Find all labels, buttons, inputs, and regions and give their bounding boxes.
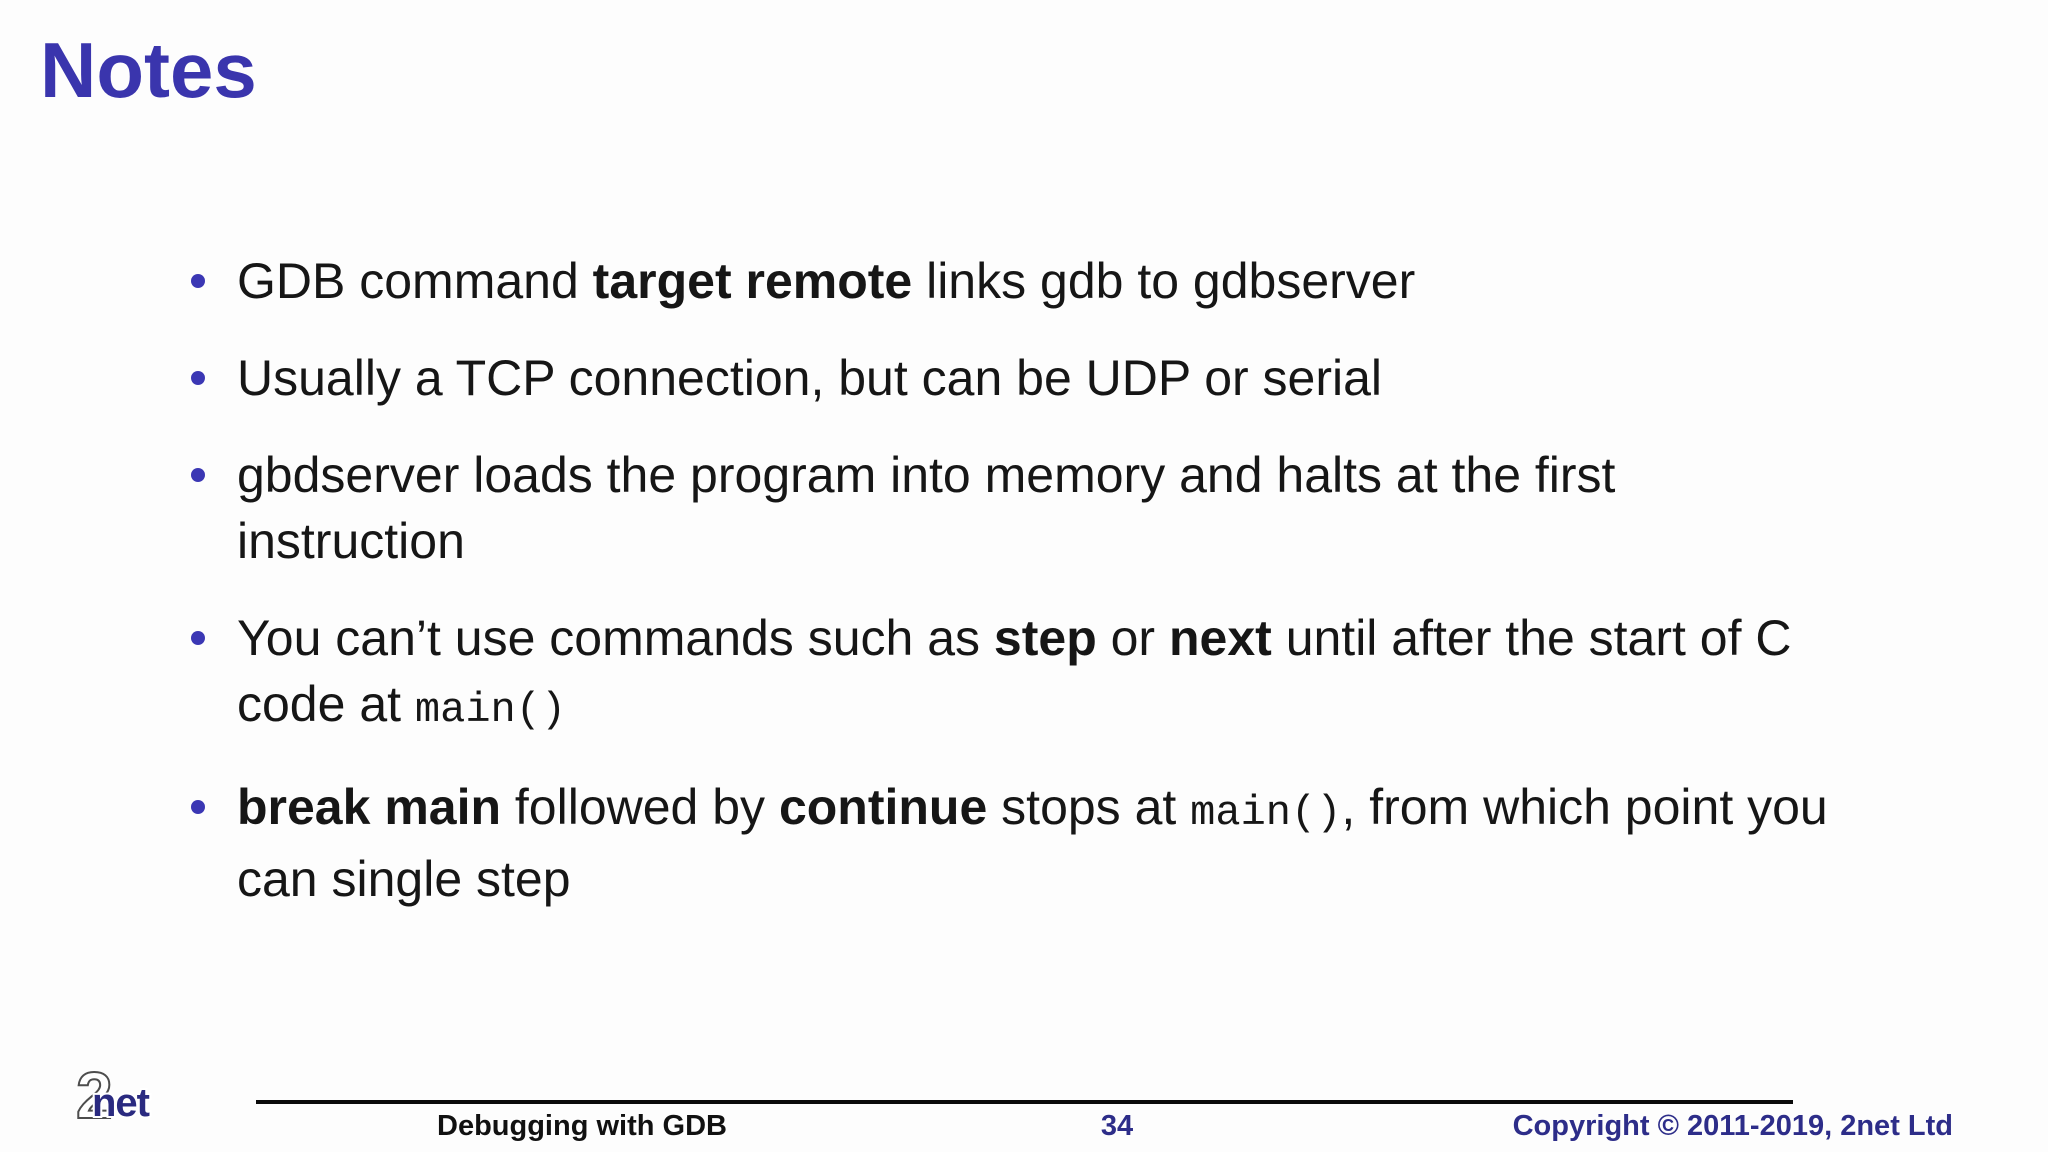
bullet-list: GDB command target remote links gdb to g… bbox=[170, 248, 1960, 943]
text-run: gbdserver loads the program into memory … bbox=[237, 447, 1616, 569]
2net-logo: 2 net bbox=[75, 1057, 153, 1126]
footer-doc-title: Debugging with GDB bbox=[437, 1110, 727, 1142]
text-run: Usually a TCP connection, but can be UDP… bbox=[237, 350, 1383, 406]
text-run: You can’t use commands such as bbox=[237, 610, 994, 666]
text-run: GDB command bbox=[237, 253, 593, 309]
footer-page-number: 34 bbox=[1100, 1110, 1134, 1142]
bold-text-run: continue bbox=[778, 779, 988, 835]
text-run: links gdb to gdbserver bbox=[912, 253, 1416, 309]
bullet-item: GDB command target remote links gdb to g… bbox=[170, 248, 1960, 314]
text-run: or bbox=[1096, 610, 1169, 666]
text-run: stops at bbox=[987, 779, 1191, 835]
bullet-item: Usually a TCP connection, but can be UDP… bbox=[170, 345, 1960, 411]
text-run: , from which point you can single step bbox=[237, 779, 1828, 907]
bold-text-run: break main bbox=[237, 779, 502, 835]
inline-code: main() bbox=[414, 686, 567, 734]
bold-text-run: next bbox=[1168, 610, 1272, 666]
text-run: followed by bbox=[501, 779, 779, 835]
bullet-item: You can’t use commands such as step or n… bbox=[170, 605, 1960, 743]
bullet-item: break main followed by continue stops at… bbox=[170, 774, 1960, 912]
bullet-item: gbdserver loads the program into memory … bbox=[170, 442, 1960, 574]
inline-code: main() bbox=[1190, 789, 1342, 837]
text-run: until after the start of C code at bbox=[237, 610, 1792, 732]
footer-copyright: Copyright © 2011-2019, 2net Ltd bbox=[1512, 1110, 1953, 1142]
logo-digit-2: 2 bbox=[76, 1058, 113, 1126]
slide-title: Notes bbox=[40, 26, 257, 114]
bold-text-run: target remote bbox=[592, 253, 913, 309]
footer-rule bbox=[256, 1100, 1793, 1104]
bold-text-run: step bbox=[993, 610, 1097, 666]
logo-word-net: net bbox=[92, 1081, 150, 1125]
